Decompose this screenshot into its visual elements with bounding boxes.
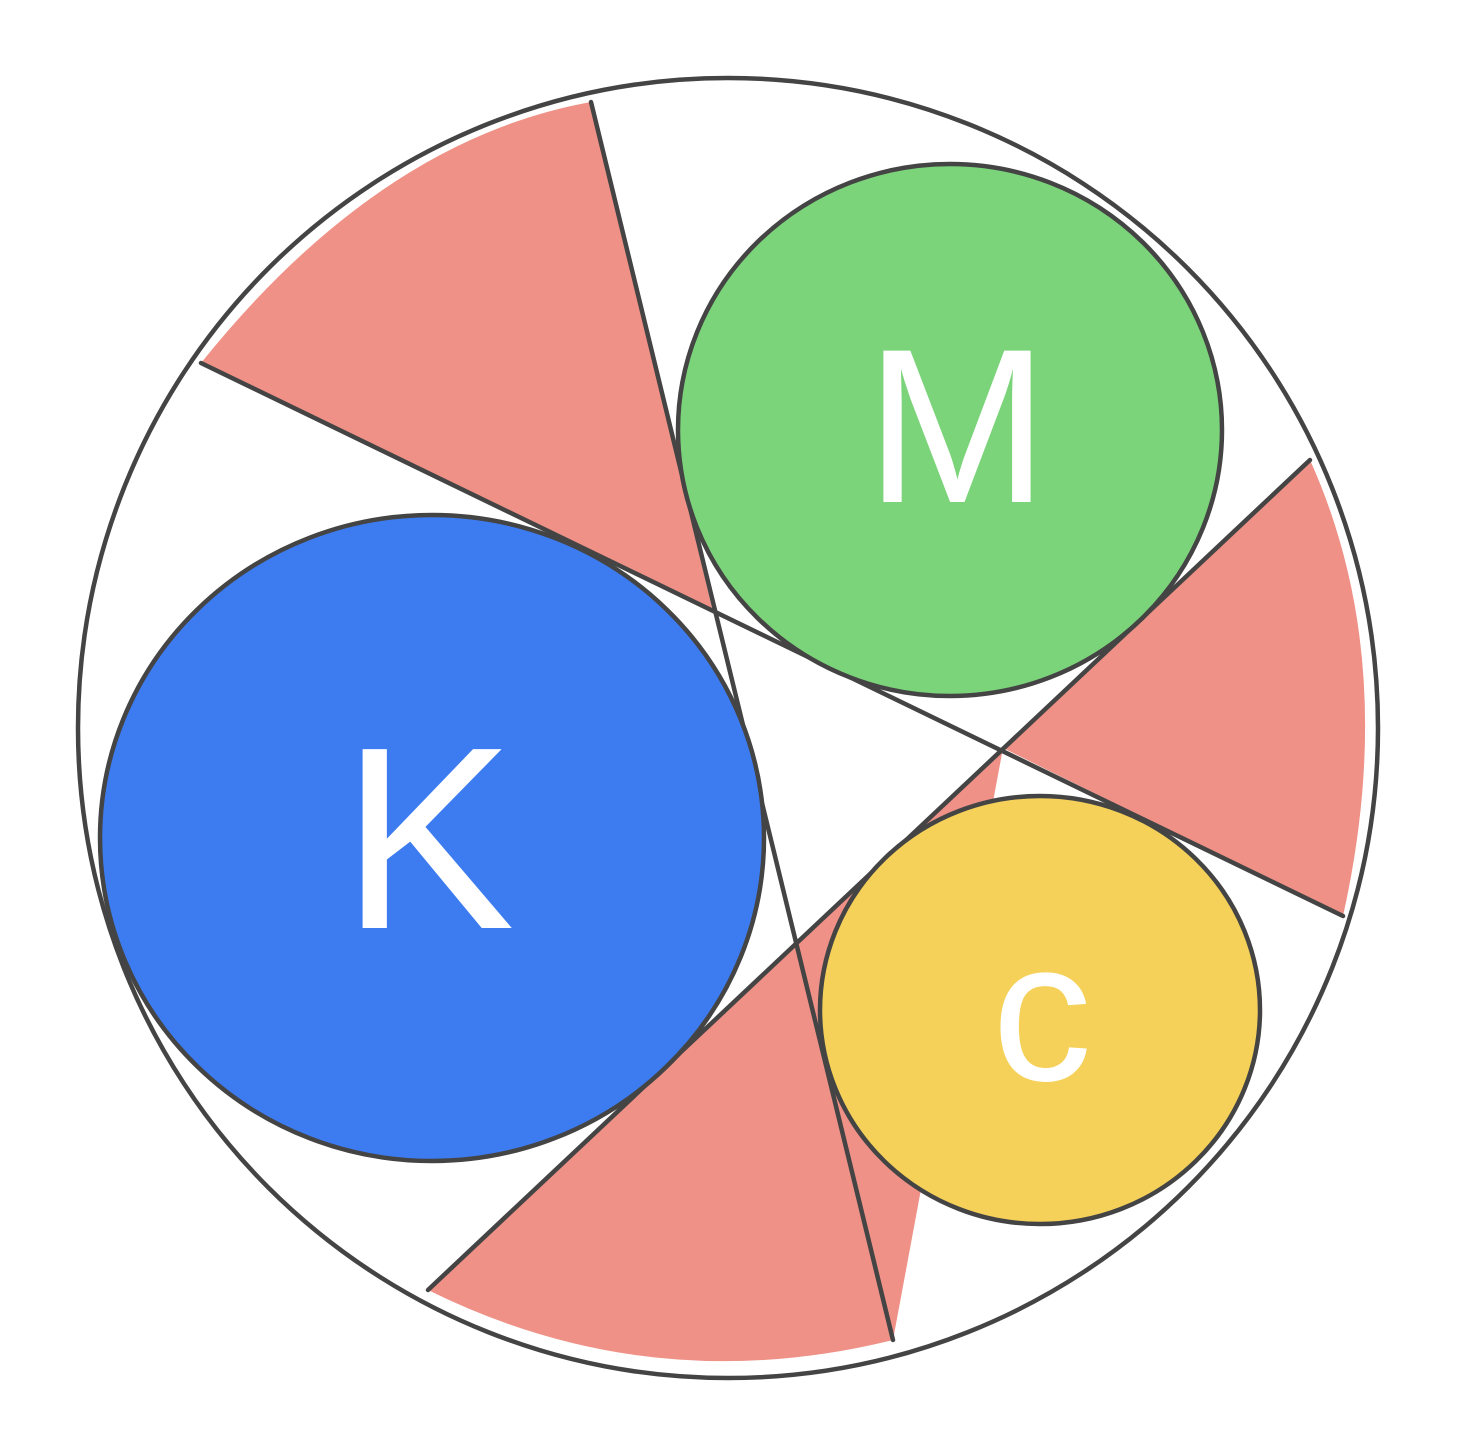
circle-m: M [675, 161, 1225, 699]
circle-m-shape [675, 161, 1225, 699]
circle-c-shape [817, 793, 1263, 1227]
circle-c: c [817, 793, 1263, 1227]
circle-c-label: c [992, 900, 1092, 1123]
wedge-top-left [201, 102, 713, 612]
circle-k: K [97, 512, 767, 1164]
circle-m-label: M [865, 303, 1048, 549]
outer-circle [75, 75, 1381, 1381]
circle-k-shape [97, 512, 767, 1164]
wedge-right [1003, 460, 1366, 916]
circle-k-label: K [341, 694, 514, 984]
